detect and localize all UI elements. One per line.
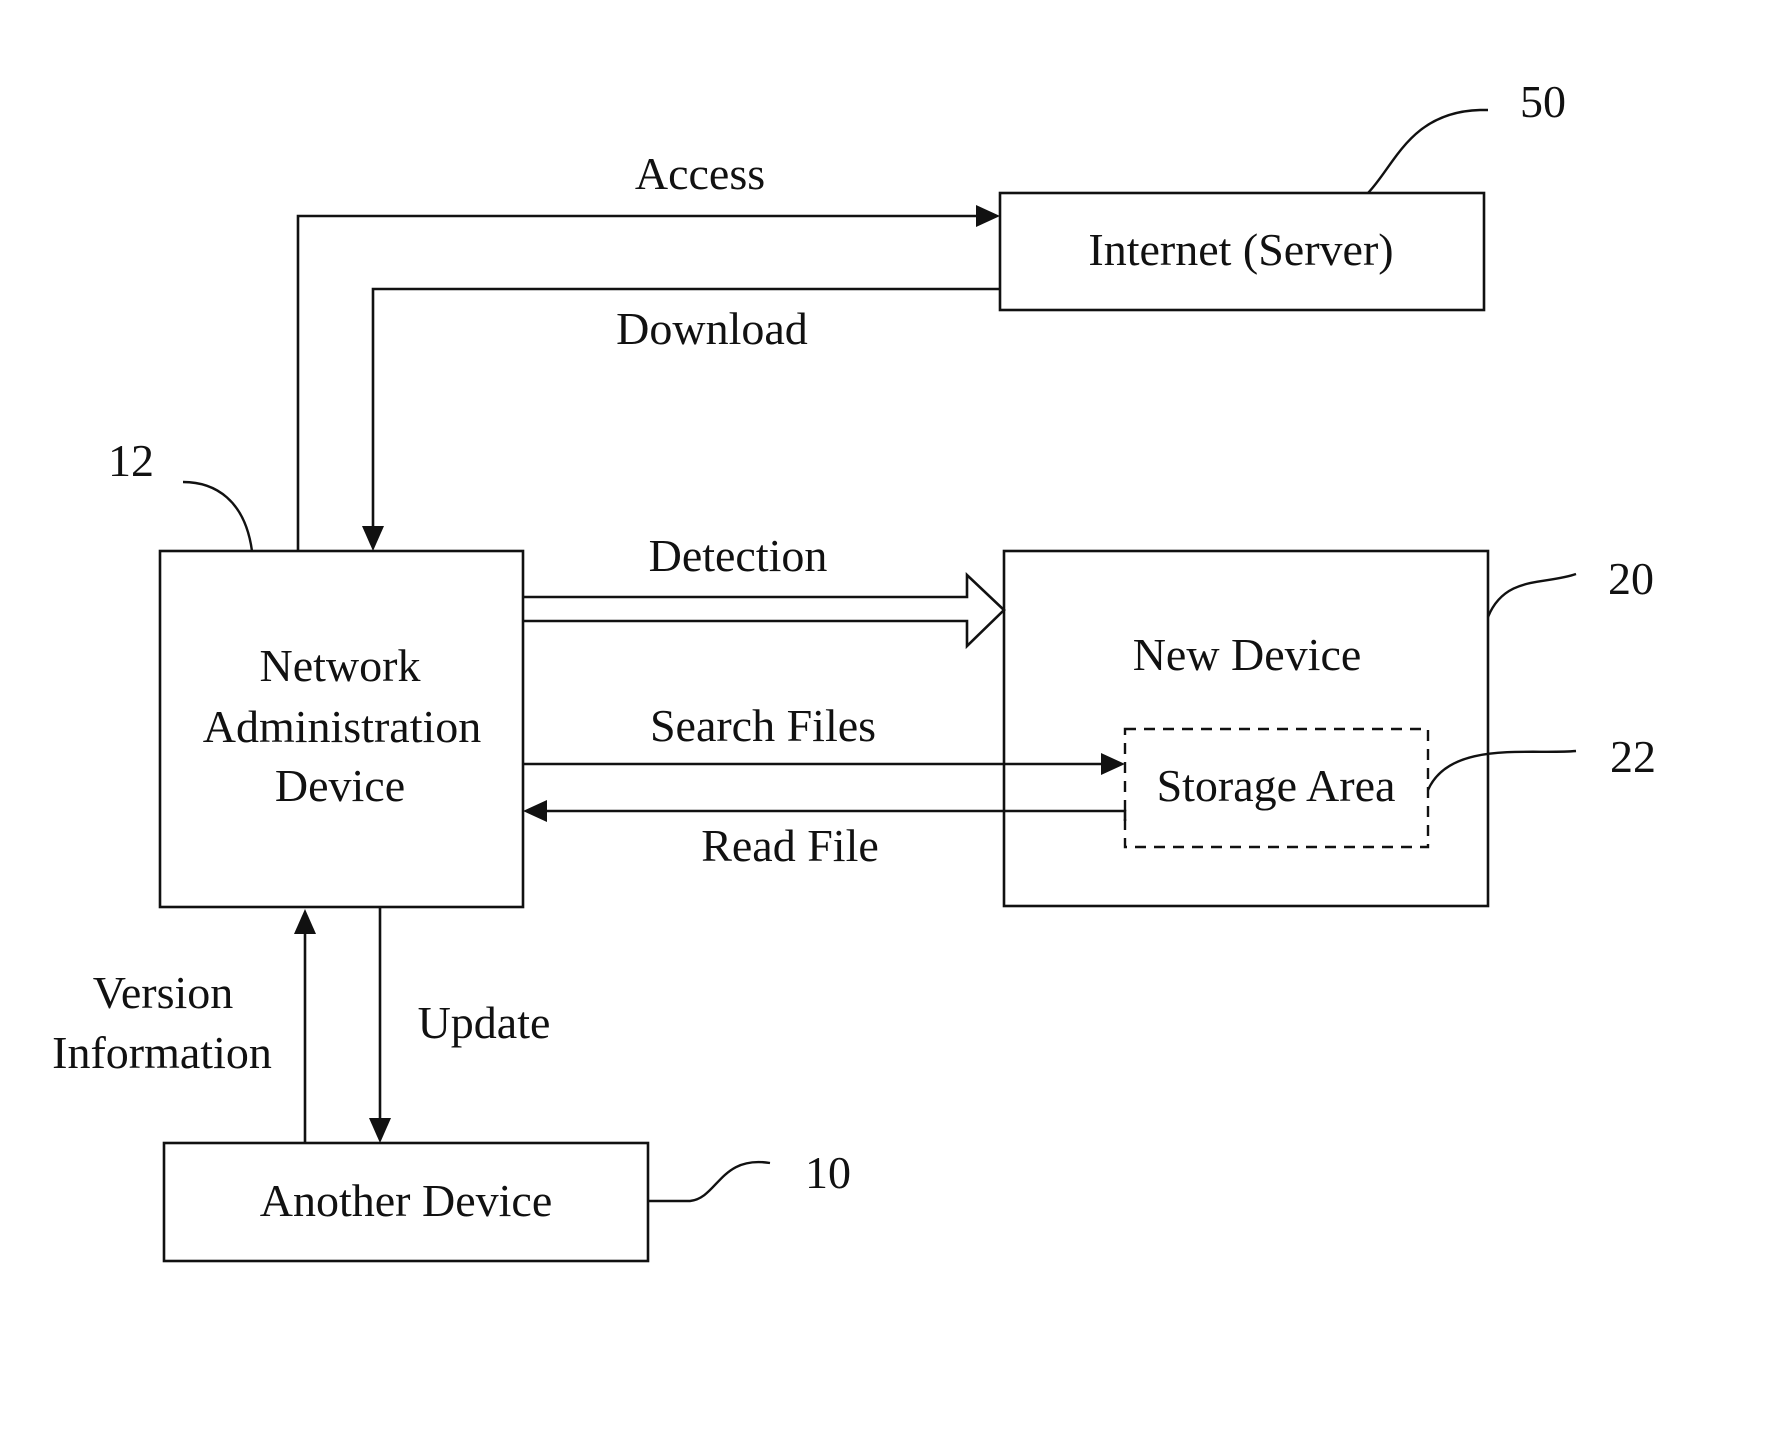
- internet-server-label: Internet (Server): [1088, 224, 1393, 275]
- update-label: Update: [418, 997, 551, 1048]
- detection-label: Detection: [649, 530, 828, 581]
- detection-arrow: [523, 575, 1004, 646]
- network-admin-label-line2: Administration: [203, 701, 482, 752]
- ref-50-numeral: 50: [1520, 76, 1566, 127]
- network-admin-label-line3: Device: [275, 760, 405, 811]
- access-arrow-line: [298, 216, 978, 551]
- version-information-arrowhead: [294, 909, 316, 934]
- ref-22-numeral: 22: [1610, 731, 1656, 782]
- search-files-label: Search Files: [650, 700, 876, 751]
- another-device-label: Another Device: [260, 1175, 553, 1226]
- read-file-arrowhead: [523, 800, 547, 822]
- download-arrowhead: [362, 526, 384, 551]
- ref-12-numeral: 12: [108, 435, 154, 486]
- download-label: Download: [616, 303, 808, 354]
- ref-10-numeral: 10: [805, 1147, 851, 1198]
- version-information-label-line2: Information: [52, 1027, 272, 1078]
- ref-12-leader: [183, 482, 252, 551]
- network-admin-label-line1: Network: [260, 640, 421, 691]
- read-file-label: Read File: [701, 820, 879, 871]
- new-device-label: New Device: [1133, 629, 1362, 680]
- update-arrowhead: [369, 1118, 391, 1143]
- access-label: Access: [635, 148, 765, 199]
- version-information-label-line1: Version: [93, 967, 234, 1018]
- ref-10-leader: [648, 1162, 770, 1201]
- ref-50-leader: [1368, 110, 1488, 193]
- storage-area-label: Storage Area: [1157, 760, 1396, 811]
- access-arrowhead: [976, 205, 1000, 227]
- ref-20-leader: [1488, 574, 1576, 617]
- ref-20-numeral: 20: [1608, 553, 1654, 604]
